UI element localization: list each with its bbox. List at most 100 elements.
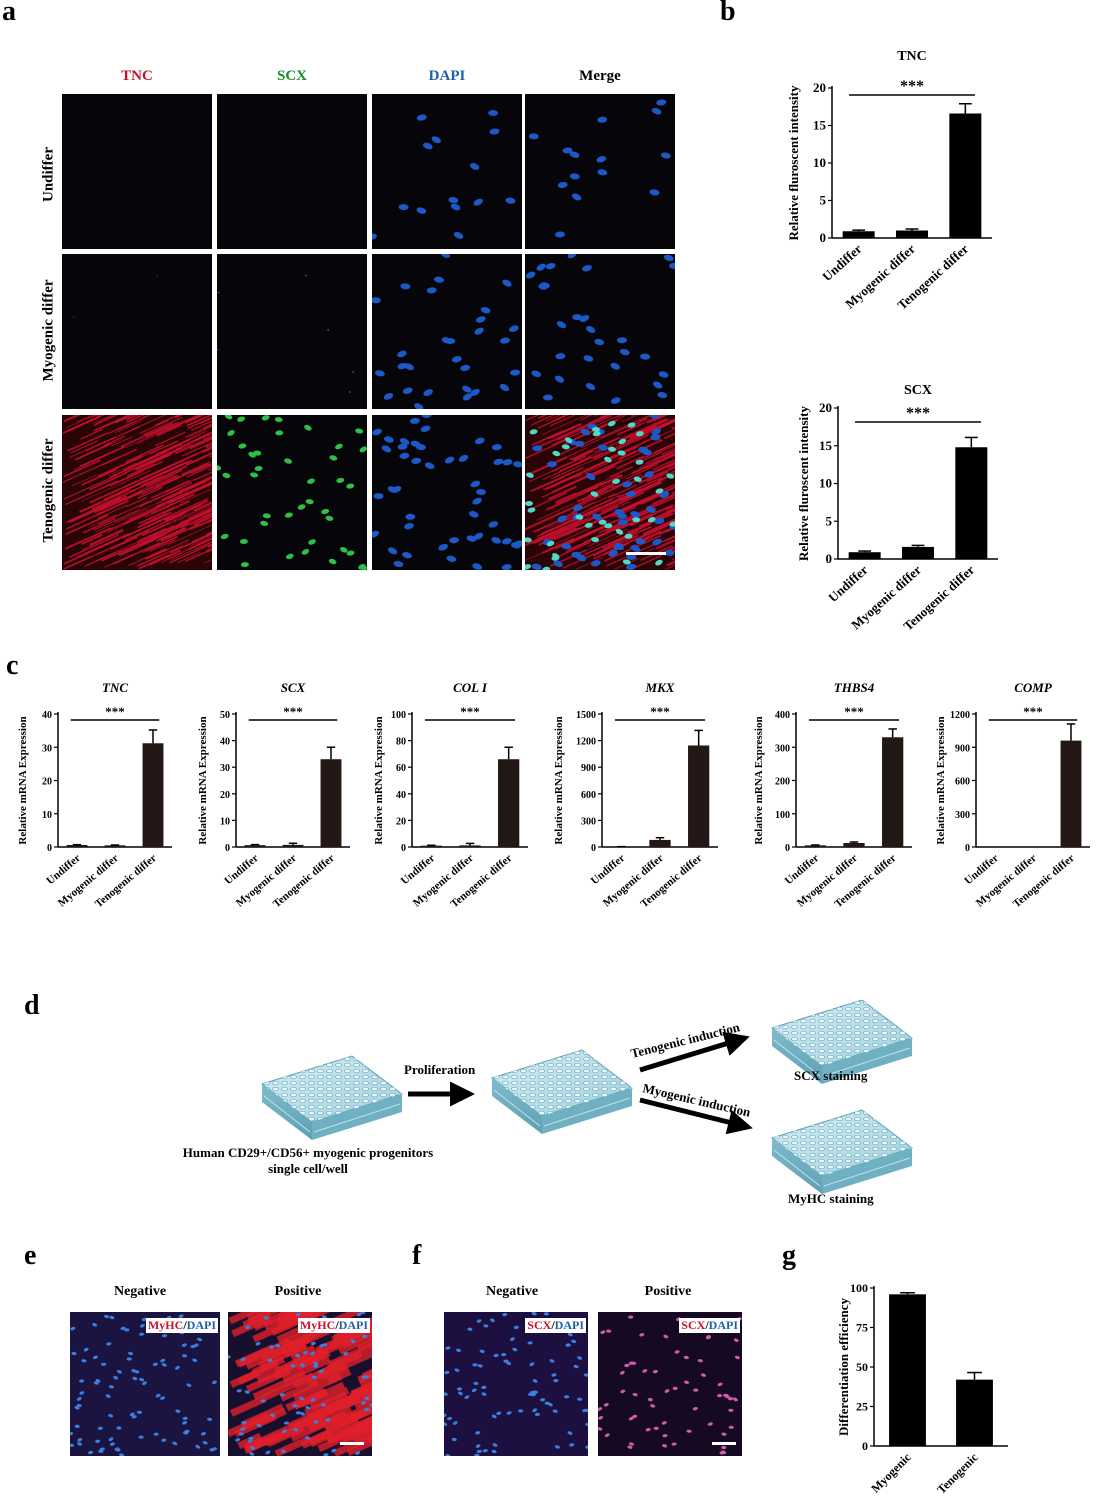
row-header-tenogenic: Tenogenic differ: [40, 438, 57, 543]
y-tick-label: 20: [220, 790, 230, 801]
y-tick-label: 300: [581, 816, 596, 827]
panel-label-b: b: [720, 0, 736, 27]
significance-marker: ***: [906, 405, 930, 422]
label-scx-staining: SCX staining: [794, 1068, 868, 1083]
tile-myogenic-dapi: [372, 254, 522, 409]
y-tick-label: 50: [856, 1360, 868, 1374]
row-header-undiffer: Undiffer: [40, 147, 57, 202]
y-tick-label: 0: [401, 843, 406, 854]
label-myhc-staining: MyHC staining: [788, 1191, 874, 1206]
label-proliferation: Proliferation: [404, 1062, 476, 1077]
bar: [498, 759, 520, 847]
y-tick-label: 600: [955, 777, 970, 788]
y-tick-label: 10: [42, 810, 52, 821]
y-tick-label: 15: [813, 118, 827, 133]
panel-f-positive-header: Positive: [644, 1284, 692, 1299]
bar: [104, 845, 126, 847]
significance-marker: ***: [844, 704, 864, 719]
significance-marker: ***: [283, 704, 303, 719]
column-header-merge: Merge: [579, 68, 621, 84]
tile-myogenic-merge: [525, 254, 675, 409]
y-tick-label: 40: [42, 710, 52, 721]
y-axis-label: Relative mRNA Expression: [753, 716, 765, 844]
y-tick-label: 400: [775, 710, 790, 721]
significance-marker: ***: [650, 704, 670, 719]
y-tick-label: 0: [965, 843, 970, 854]
bar: [804, 845, 826, 847]
panel-d-schematic: Proliferation Tenogenic induction Myogen…: [183, 1000, 913, 1206]
bar: [688, 745, 710, 847]
category-label: Tenogenic: [934, 1450, 981, 1497]
bar: [882, 737, 904, 847]
chart-g: Differentiation efficiency0255075100Myog…: [836, 1281, 1008, 1497]
column-header-dapi: DAPI: [428, 68, 466, 84]
panel-label-g: g: [782, 1240, 796, 1271]
bar: [420, 845, 442, 847]
y-tick-label: 1200: [576, 737, 596, 748]
panel-e-scale-bar: [340, 1442, 364, 1445]
y-tick-label: 30: [220, 763, 230, 774]
panel-e-neg-tag: MyHC/DAPI: [145, 1318, 218, 1333]
bar: [842, 231, 875, 238]
y-tick-label: 0: [862, 1439, 868, 1453]
chart-title: THBS4: [834, 680, 875, 695]
tile-tenogenic-scx: [217, 415, 367, 570]
panel-f-positive-image: SCX/DAPI: [598, 1312, 742, 1456]
y-axis-label: Relative mRNA Expression: [373, 716, 385, 844]
y-tick-label: 900: [581, 763, 596, 774]
panel-e-positive-header: Positive: [274, 1284, 322, 1299]
scale-bar: [626, 552, 666, 555]
chart-title: COMP: [1014, 680, 1053, 695]
y-axis-label: Relative mRNA Expression: [17, 716, 29, 844]
chart-title: COL I: [453, 680, 488, 695]
y-tick-label: 100: [391, 710, 406, 721]
tile-myogenic-tnc: [62, 254, 212, 409]
y-tick-label: 1200: [950, 710, 970, 721]
y-tick-label: 0: [826, 551, 833, 566]
panel-e-negative-header: Negative: [113, 1284, 167, 1299]
y-tick-label: 1500: [576, 710, 596, 721]
chart-title: SCX: [904, 383, 932, 398]
y-tick-label: 50: [220, 710, 230, 721]
panel-f-scale-bar: [712, 1442, 736, 1445]
arrow-myogenic: [639, 1097, 753, 1135]
y-axis-label: Differentiation efficiency: [836, 1297, 851, 1436]
y-tick-label: 5: [820, 193, 827, 208]
category-label: Undiffer: [825, 562, 871, 605]
y-tick-label: 0: [820, 230, 827, 245]
bar: [66, 845, 88, 847]
y-tick-label: 900: [955, 743, 970, 754]
arrow-tenogenic: [639, 1031, 750, 1073]
tile-undiffer-scx: [217, 94, 367, 249]
chart-title: SCX: [281, 680, 306, 695]
tile-tenogenic-dapi: [372, 415, 522, 570]
panel-label-d: d: [24, 990, 40, 1021]
bar: [1060, 740, 1082, 847]
panel-label-e: e: [24, 1240, 37, 1271]
tile-tenogenic-tnc: [62, 415, 212, 570]
panel-f-negative-header: Negative: [485, 1284, 539, 1299]
y-tick-label: 5: [826, 513, 833, 528]
panel-f-neg-tag: SCX/DAPI: [525, 1318, 586, 1333]
y-axis-label: Relative mRNA Expression: [935, 716, 947, 844]
panel-label-a: a: [2, 0, 16, 27]
y-tick-label: 75: [856, 1321, 868, 1335]
y-axis-label: Relative fluroscent intensity: [796, 405, 811, 561]
row-header-myogenic: Myogenic differ: [40, 279, 57, 382]
bar: [459, 845, 481, 847]
label-source-line2: single cell/well: [268, 1161, 348, 1176]
significance-marker: ***: [900, 78, 924, 95]
bar: [244, 845, 266, 847]
y-tick-label: 20: [42, 777, 52, 788]
panel-e-positive-image: MyHC/DAPI: [228, 1312, 372, 1456]
panel-e-negative-image: MyHC/DAPI: [70, 1312, 220, 1456]
significance-marker: ***: [460, 704, 480, 719]
tile-undiffer-dapi: [372, 94, 522, 249]
chart-title: TNC: [102, 680, 128, 695]
y-tick-label: 100: [850, 1281, 868, 1295]
y-tick-label: 40: [396, 790, 406, 801]
